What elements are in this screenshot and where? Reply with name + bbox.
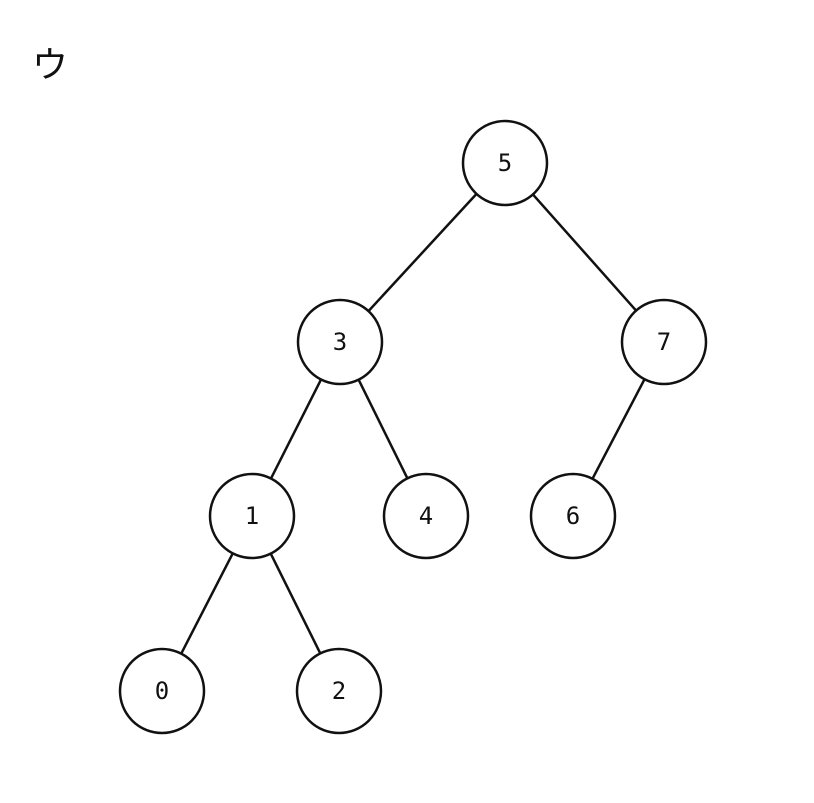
tree-node-5: 5 bbox=[461, 119, 549, 207]
node-value: 5 bbox=[498, 149, 512, 177]
tree-node-0: 0 bbox=[118, 647, 206, 735]
edge-n1-n0 bbox=[180, 552, 234, 655]
node-circle bbox=[295, 647, 383, 735]
node-value: 0 bbox=[155, 677, 169, 705]
node-value: 4 bbox=[419, 502, 433, 530]
node-value: 3 bbox=[333, 328, 347, 356]
node-value: 2 bbox=[332, 677, 346, 705]
tree-node-2: 2 bbox=[295, 647, 383, 735]
node-circle bbox=[118, 647, 206, 735]
node-value: 1 bbox=[245, 502, 259, 530]
tree-edges bbox=[180, 193, 646, 655]
edge-n1-n2 bbox=[269, 553, 322, 654]
edge-n3-n1 bbox=[269, 378, 323, 480]
edge-n7-n6 bbox=[591, 378, 646, 480]
node-circle bbox=[620, 298, 708, 386]
edge-n5-n3 bbox=[367, 193, 478, 312]
tree-node-1: 1 bbox=[208, 472, 296, 560]
node-circle bbox=[208, 472, 296, 560]
tree-node-7: 7 bbox=[620, 298, 708, 386]
tree-node-6: 6 bbox=[529, 472, 617, 560]
node-circle bbox=[296, 298, 384, 386]
node-circle bbox=[529, 472, 617, 560]
node-value: 6 bbox=[566, 502, 580, 530]
diagram-label: ウ bbox=[32, 45, 69, 86]
node-circle bbox=[461, 119, 549, 207]
edge-n5-n7 bbox=[531, 193, 638, 312]
node-value: 7 bbox=[657, 328, 671, 356]
node-circle bbox=[382, 472, 470, 560]
edge-n3-n4 bbox=[357, 379, 409, 479]
tree-node-4: 4 bbox=[382, 472, 470, 560]
tree-nodes: 5 3 7 1 4 6 0 2 bbox=[118, 119, 708, 735]
tree-node-3: 3 bbox=[296, 298, 384, 386]
